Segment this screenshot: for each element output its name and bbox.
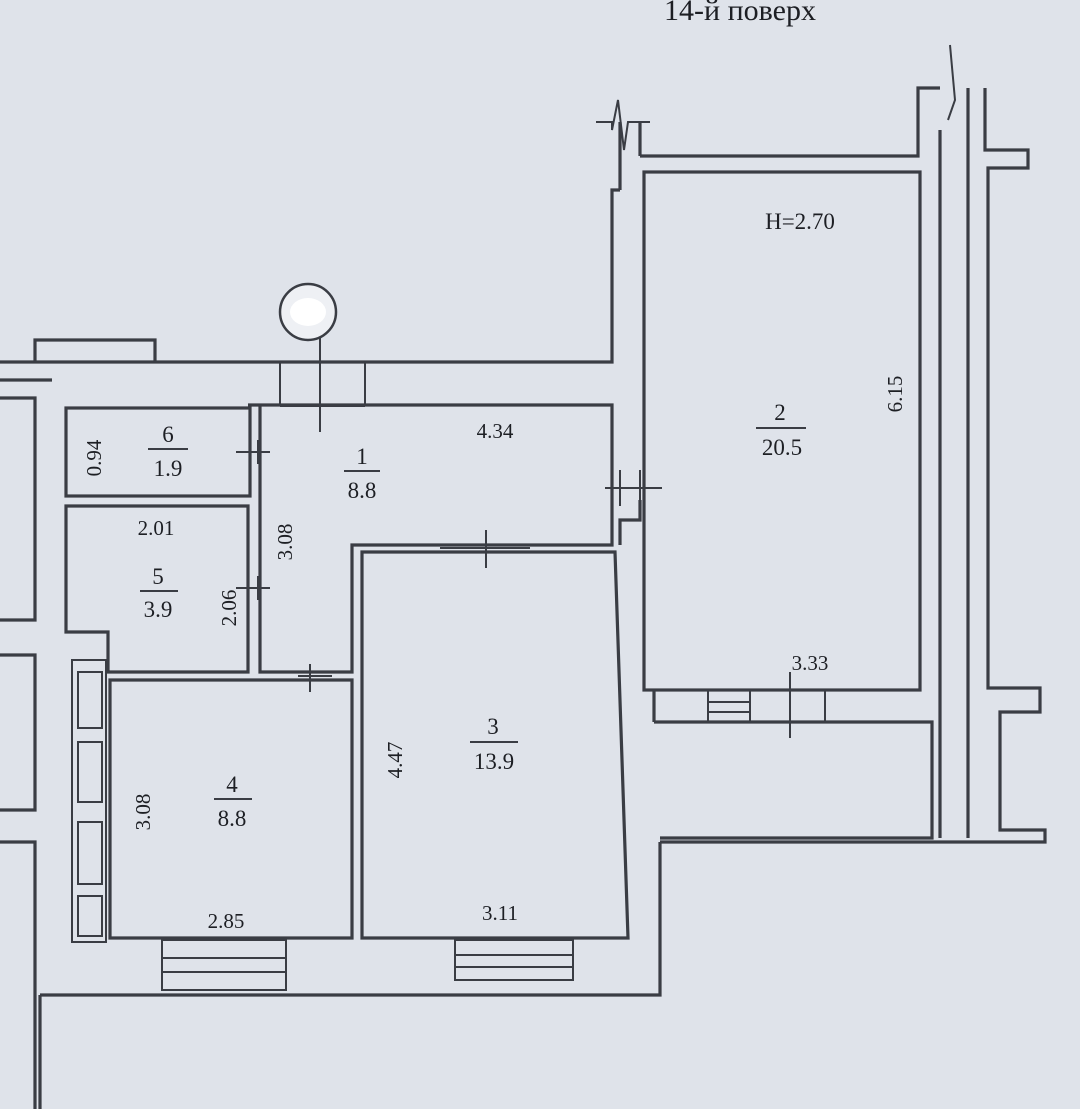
room-1-area: 8.8 bbox=[348, 478, 377, 503]
ventilation-icon bbox=[278, 282, 338, 342]
right-shaft bbox=[938, 88, 970, 838]
top-wall bbox=[0, 188, 620, 364]
loggia-pane-4 bbox=[77, 895, 103, 937]
window-room-3 bbox=[454, 939, 574, 981]
room-5-number: 5 bbox=[152, 564, 164, 589]
balcony-door bbox=[707, 689, 826, 723]
room-6-label: 6 1.9 bbox=[148, 422, 188, 481]
ceiling-height: H=2.70 bbox=[765, 209, 835, 234]
dim-room5-width: 2.01 bbox=[138, 516, 175, 540]
door-marks bbox=[236, 440, 791, 738]
dim-room2-width: 3.33 bbox=[792, 651, 829, 675]
left-edge-lower bbox=[0, 840, 37, 1109]
loggia-pane-3 bbox=[77, 821, 103, 885]
room-1-number: 1 bbox=[356, 444, 368, 469]
room-2-label: 2 20.5 bbox=[756, 400, 806, 460]
room-2-area: 20.5 bbox=[762, 435, 802, 460]
room-4-outline bbox=[108, 678, 354, 940]
room-3-area: 13.9 bbox=[474, 749, 514, 774]
room-4-number: 4 bbox=[226, 772, 238, 797]
dim-room3-width: 3.11 bbox=[482, 901, 518, 925]
door-room-2 bbox=[605, 470, 662, 506]
room-2-number: 2 bbox=[774, 400, 786, 425]
upper-wall-stub bbox=[618, 122, 642, 190]
right-break-mark bbox=[947, 44, 957, 121]
room-5-outline bbox=[64, 504, 250, 674]
balcony-outline bbox=[654, 720, 934, 840]
dim-room3-height: 4.47 bbox=[383, 742, 407, 779]
door-room-4 bbox=[298, 664, 332, 692]
dim-room6-height: 0.94 bbox=[82, 439, 106, 476]
room-4-area: 8.8 bbox=[218, 806, 247, 831]
dim-room1-height: 3.08 bbox=[273, 524, 297, 561]
bottom-wall bbox=[40, 842, 662, 997]
door-room-6 bbox=[236, 440, 270, 464]
room-outlines bbox=[64, 170, 934, 940]
windows bbox=[71, 659, 826, 991]
right-room-top-wall bbox=[640, 86, 940, 158]
right-exterior-wall bbox=[660, 88, 1047, 844]
loggia-pane-2 bbox=[77, 741, 103, 803]
dim-room1-width: 4.34 bbox=[477, 419, 514, 443]
room-6-number: 6 bbox=[162, 422, 174, 447]
door-room-5 bbox=[236, 576, 270, 600]
room-2-outline bbox=[642, 170, 922, 692]
room-3-label: 3 13.9 bbox=[470, 714, 518, 774]
room-6-area: 1.9 bbox=[154, 456, 183, 481]
door-room-3 bbox=[440, 530, 530, 568]
dim-room2-height: 6.15 bbox=[883, 376, 907, 413]
room-3-number: 3 bbox=[487, 714, 499, 739]
room-4-label: 4 8.8 bbox=[214, 772, 252, 831]
room-1-label: 1 8.8 bbox=[344, 444, 380, 503]
room-5-label: 5 3.9 bbox=[140, 564, 178, 622]
dim-room5-height: 2.06 bbox=[217, 590, 241, 627]
room-3-outer bbox=[618, 500, 642, 545]
loggia-pane-1 bbox=[77, 671, 103, 729]
top-balcony-stub bbox=[33, 338, 157, 362]
dim-room4-height: 3.08 bbox=[131, 794, 155, 831]
vent-shaft bbox=[279, 362, 366, 407]
room-5-area: 3.9 bbox=[144, 597, 173, 622]
window-room-4 bbox=[161, 939, 287, 991]
left-edge-upper bbox=[0, 396, 37, 622]
room-1-outline bbox=[248, 403, 614, 674]
wall-break-mark bbox=[596, 99, 650, 151]
room-3-outline bbox=[360, 550, 630, 940]
loggia-frame bbox=[71, 659, 107, 943]
left-edge-middle bbox=[0, 653, 37, 812]
floor-label: 14-й поверх bbox=[664, 0, 816, 27]
dim-room4-width: 2.85 bbox=[208, 909, 245, 933]
